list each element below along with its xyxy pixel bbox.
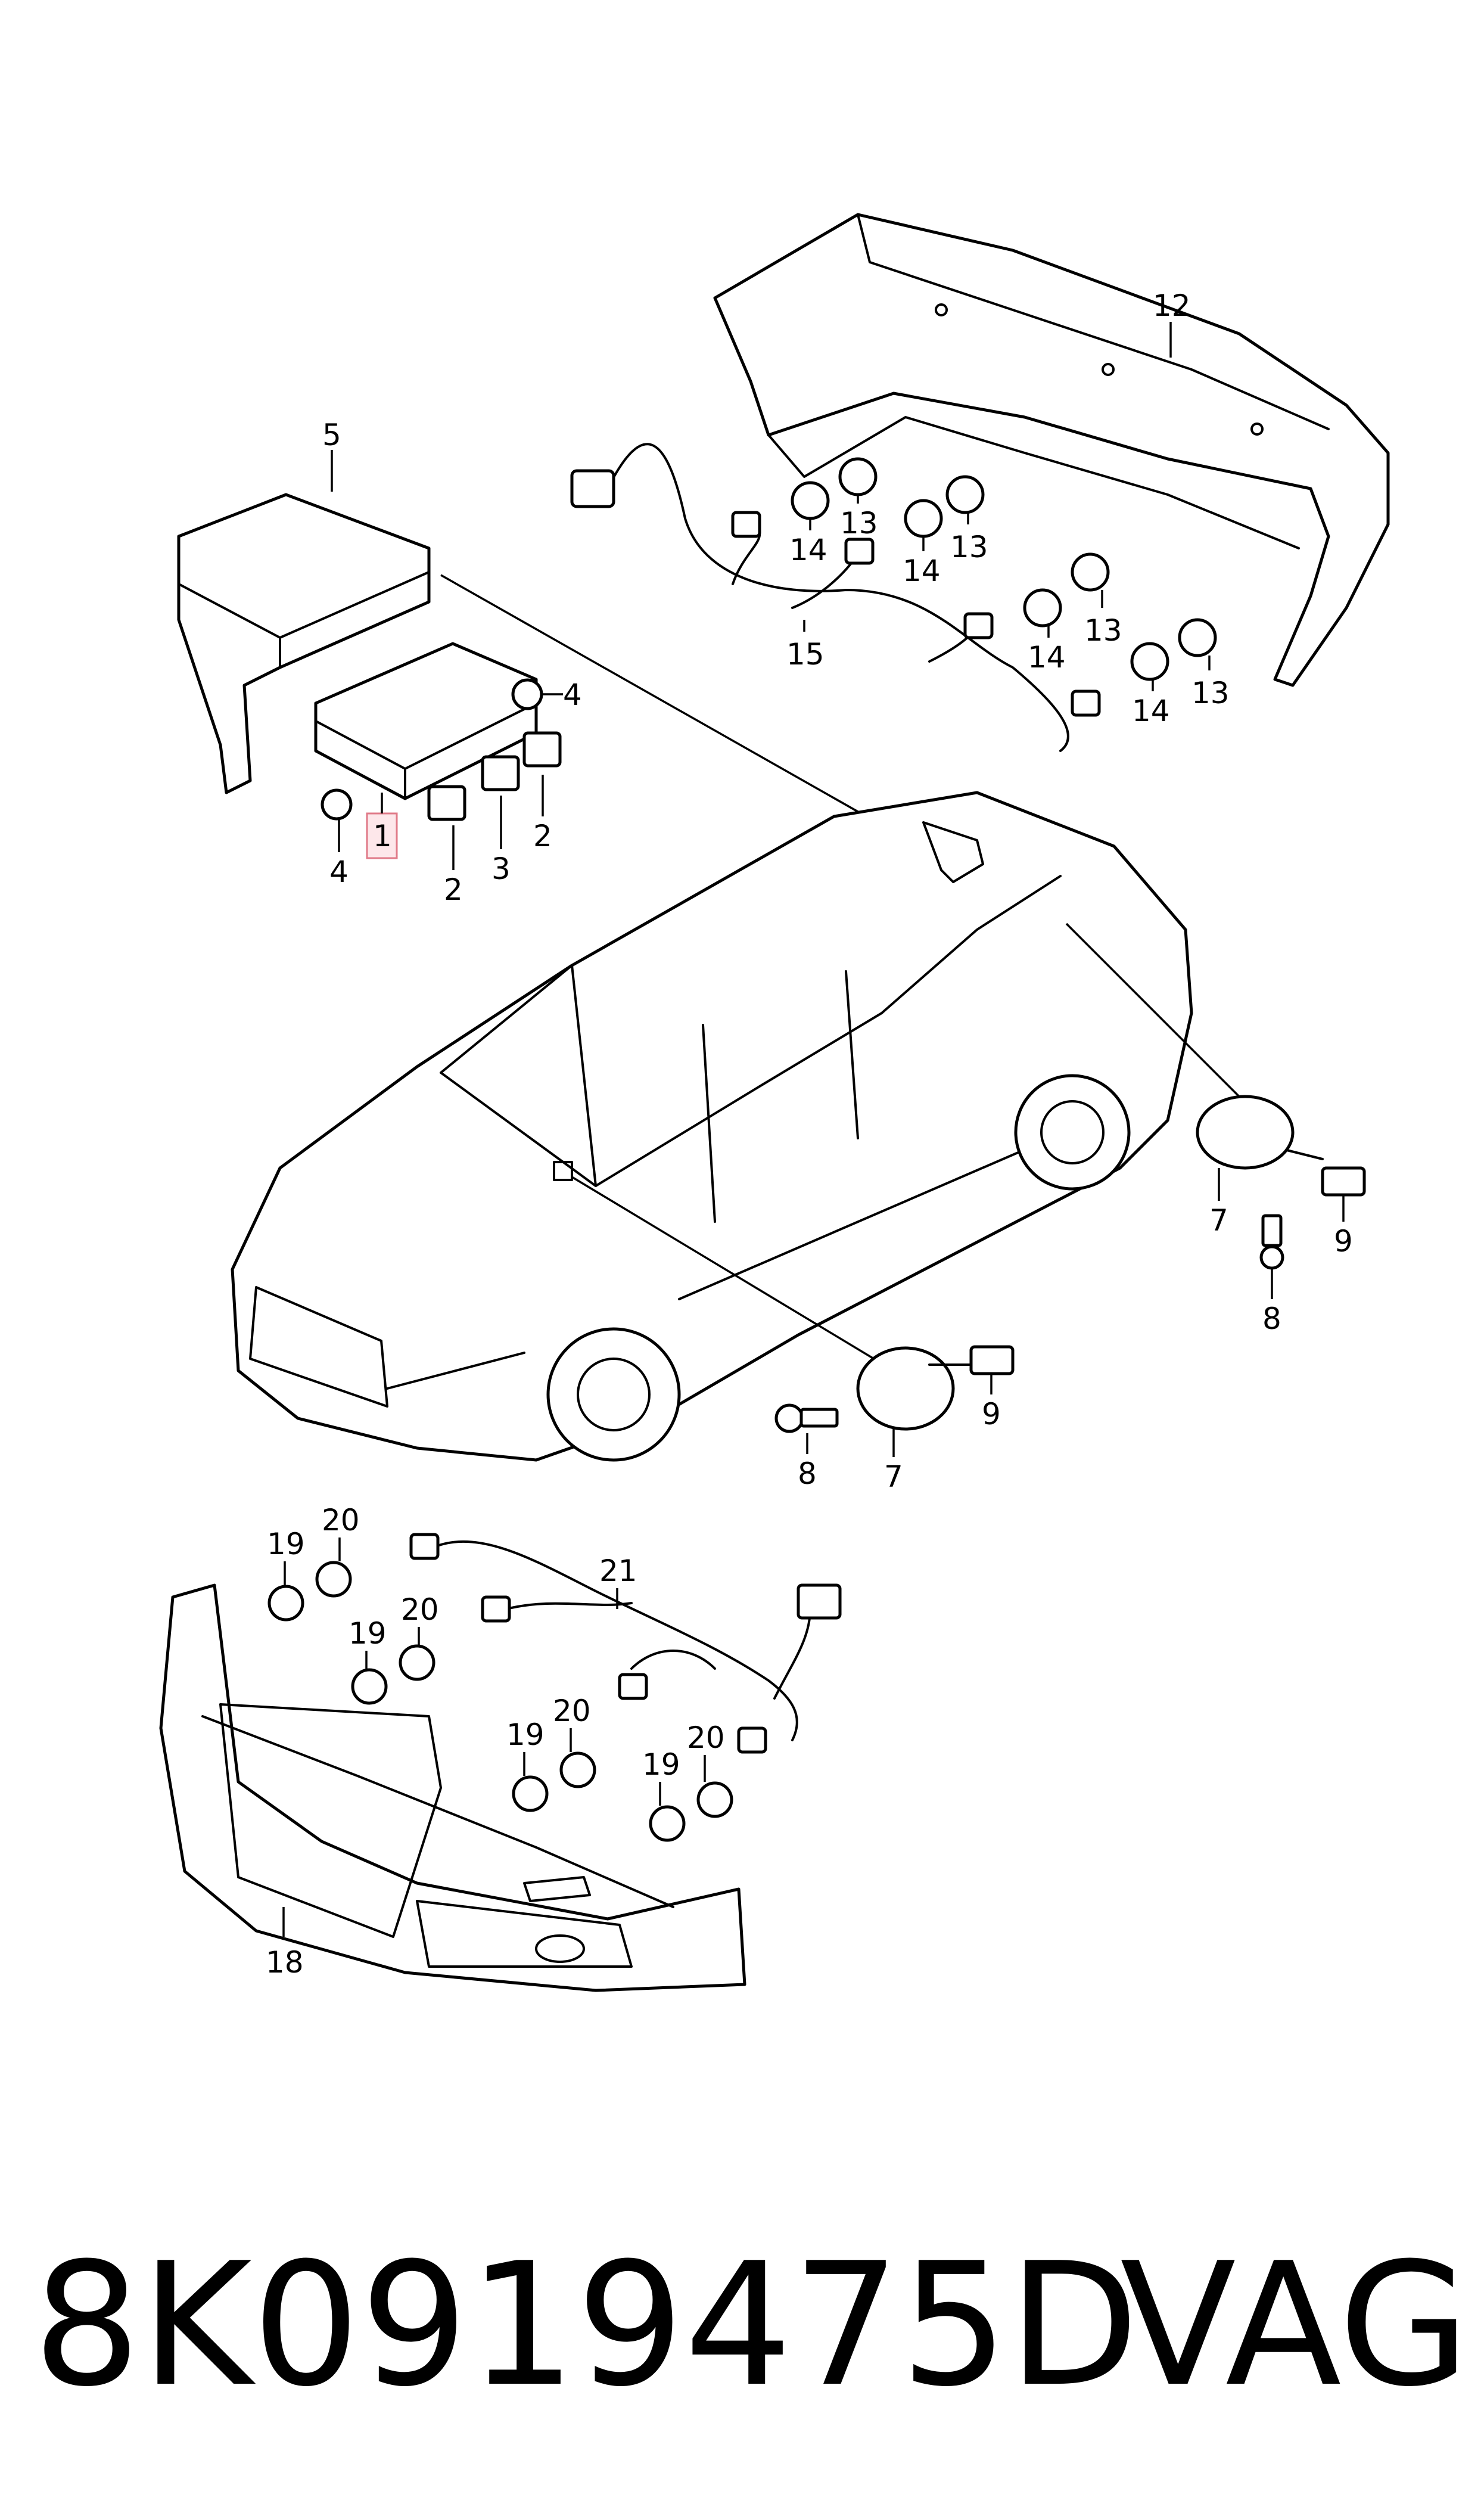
label-2b: 2 <box>533 819 552 853</box>
label-8b: 8 <box>798 1456 817 1491</box>
label-7b: 7 <box>884 1459 903 1494</box>
label-8a: 8 <box>1262 1302 1281 1336</box>
label-9a: 9 <box>1334 1224 1353 1259</box>
label-19b: 19 <box>349 1616 387 1651</box>
label-5: 5 <box>322 418 341 452</box>
highlight-box <box>366 812 398 859</box>
brand-text: VAG <box>1120 2226 1470 2424</box>
part-number-text: 8K0919475D <box>33 2226 1139 2424</box>
label-20b: 20 <box>401 1592 439 1627</box>
car-body <box>231 791 1193 1462</box>
label-19d: 19 <box>642 1747 680 1782</box>
label-14d: 14 <box>1132 694 1170 728</box>
label-13d: 13 <box>1191 676 1230 710</box>
nuts-4 <box>321 678 543 821</box>
label-9b: 9 <box>982 1397 1001 1431</box>
label-3: 3 <box>491 852 511 886</box>
label-1: 1 <box>373 819 392 853</box>
label-14a: 14 <box>789 533 827 567</box>
buzzer-front-7 <box>774 1345 1015 1433</box>
rear-harness <box>570 443 1101 752</box>
label-19c: 19 <box>506 1717 545 1752</box>
label-13c: 13 <box>1084 613 1122 648</box>
label-15: 15 <box>786 637 825 672</box>
part-labels: 1 2 2 3 4 4 5 7 7 8 8 9 9 12 13 13 13 1 <box>266 288 1353 1980</box>
label-12: 12 <box>1153 288 1191 323</box>
front-sensors <box>267 1561 733 1842</box>
label-13a: 13 <box>840 506 878 541</box>
label-20d: 20 <box>687 1720 725 1755</box>
control-unit-1 <box>314 642 538 800</box>
front-harness <box>409 1533 842 1754</box>
label-14b: 14 <box>903 554 941 588</box>
label-7a: 7 <box>1209 1203 1228 1238</box>
connectors-2-3 <box>427 731 562 821</box>
label-2a: 2 <box>444 872 463 907</box>
label-20c: 20 <box>553 1694 591 1728</box>
rear-sensors <box>791 457 1217 681</box>
label-13b: 13 <box>950 530 988 564</box>
label-14c: 14 <box>1028 640 1066 675</box>
label-18: 18 <box>266 1945 304 1980</box>
label-20a: 20 <box>322 1503 360 1538</box>
rear-bumper <box>713 213 1390 687</box>
label-4a: 4 <box>329 855 349 889</box>
buzzer-rear-7 <box>1196 1095 1366 1270</box>
label-19a: 19 <box>267 1527 305 1561</box>
bracket-5 <box>177 493 431 794</box>
label-21: 21 <box>599 1554 637 1588</box>
label-4b: 4 <box>563 678 582 712</box>
front-bumper <box>159 1583 746 1992</box>
